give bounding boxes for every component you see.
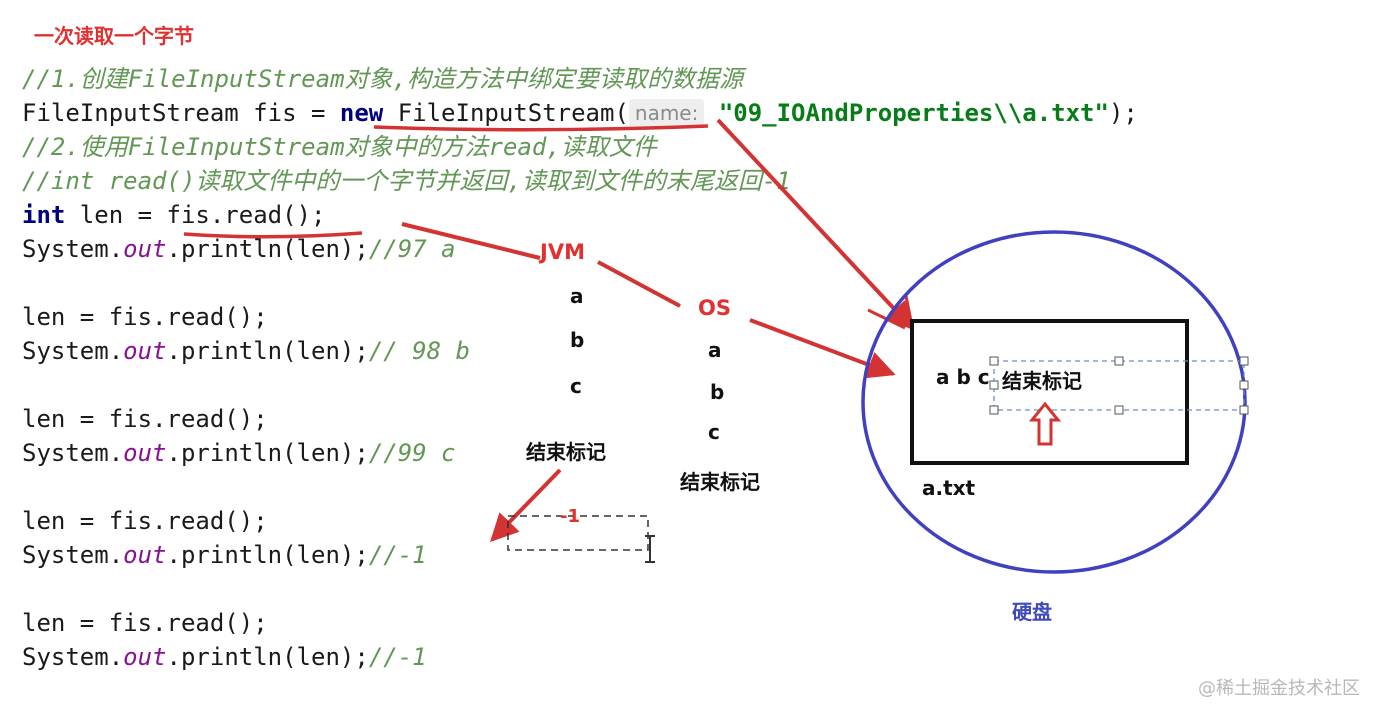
code-text: .println(len);: [166, 235, 369, 263]
code-line-9: System.out.println(len);// 98 b: [22, 334, 470, 368]
jvm-label: JVM: [540, 240, 585, 264]
code-text: System.: [22, 235, 124, 263]
jvm-item-a: a: [570, 284, 584, 308]
field-out: out: [123, 439, 167, 467]
keyword-new: new: [339, 99, 384, 127]
comment: //99 c: [368, 439, 456, 467]
code-line-18: System.out.println(len);//-1: [22, 640, 427, 674]
code-text: System.: [22, 643, 124, 671]
code-line-1: //1.创建FileInputStream对象,构造方法中绑定要读取的数据源: [22, 62, 743, 96]
code-text: len = fis.read();: [65, 201, 326, 229]
code-text: .println(len);: [166, 439, 369, 467]
os-item-c: c: [708, 420, 720, 444]
watermark: @稀土掘金技术社区: [1198, 678, 1360, 699]
field-out: out: [123, 643, 167, 671]
os-item-b: b: [710, 380, 725, 404]
file-rectangle: [910, 319, 1189, 465]
comment: //1.创建FileInputStream对象,构造方法中绑定要读取的数据源: [22, 65, 743, 93]
code-text: System.: [22, 439, 124, 467]
arrow-jvm-to-os: [597, 260, 681, 308]
os-label: OS: [698, 296, 731, 320]
comment: //int read()读取文件中的一个字节并返回,读取到文件的末尾返回-1: [22, 167, 791, 195]
comment: //-1: [368, 541, 427, 569]
underline-fis-read: [183, 231, 363, 239]
jvm-item-b: b: [570, 328, 585, 352]
os-item-a: a: [708, 338, 722, 362]
hard-disk-label: 硬盘: [1012, 600, 1052, 624]
code-line-12: System.out.println(len);//99 c: [22, 436, 456, 470]
file-content: a b c: [936, 365, 990, 389]
code-line-4: //int read()读取文件中的一个字节并返回,读取到文件的末尾返回-1: [22, 164, 791, 198]
code-text: len = fis.read();: [22, 405, 268, 433]
arrow-fis-to-jvm: [401, 222, 541, 260]
comment: // 98 b: [368, 337, 470, 365]
code-line-6: System.out.println(len);//97 a: [22, 232, 456, 266]
code-text: len = fis.read();: [22, 507, 268, 535]
code-line-14: len = fis.read();: [22, 504, 268, 538]
code-line-2: FileInputStream fis = new FileInputStrea…: [22, 96, 1138, 130]
code-text: .println(len);: [166, 541, 369, 569]
code-text: len = fis.read();: [22, 303, 268, 331]
code-text: .println(len);: [166, 643, 369, 671]
arrow-to-file: [716, 118, 914, 331]
comment: //97 a: [368, 235, 456, 263]
code-text: );: [1108, 99, 1138, 127]
string-literal: "09_IOAndProperties\\a.txt": [718, 99, 1109, 127]
hard-disk-circle: [861, 230, 1247, 574]
file-end-marker: 结束标记: [1002, 369, 1082, 393]
code-text: .println(len);: [166, 337, 369, 365]
jvm-end-marker: 结束标记: [526, 440, 606, 464]
up-arrow-icon: [1028, 401, 1062, 446]
field-out: out: [123, 337, 167, 365]
code-text: System.: [22, 541, 124, 569]
param-hint: name:: [628, 99, 705, 127]
code-text: System.: [22, 337, 124, 365]
code-line-15: System.out.println(len);//-1: [22, 538, 427, 572]
code-text: FileInputStream fis =: [22, 99, 340, 127]
code-line-11: len = fis.read();: [22, 402, 268, 436]
code-line-3: //2.使用FileInputStream对象中的方法read,读取文件: [22, 130, 657, 164]
os-end-marker: 结束标记: [680, 470, 760, 494]
field-out: out: [123, 541, 167, 569]
file-name-label: a.txt: [922, 476, 976, 500]
field-out: out: [123, 235, 167, 263]
jvm-item-c: c: [570, 374, 582, 398]
slide-title: 一次读取一个字节: [34, 24, 194, 48]
code-line-17: len = fis.read();: [22, 606, 268, 640]
keyword-int: int: [22, 201, 66, 229]
code-text: len = fis.read();: [22, 609, 268, 637]
code-line-5: int len = fis.read();: [22, 198, 325, 232]
underline-new-fileinputstream: [373, 124, 709, 132]
minus-one-dashed-box: [507, 515, 649, 551]
comment: //2.使用FileInputStream对象中的方法read,读取文件: [22, 133, 657, 161]
selection-handles: [989, 356, 1249, 415]
comment: //-1: [368, 643, 427, 671]
minus-one-label: -1: [560, 506, 580, 527]
code-text: FileInputStream(: [383, 99, 629, 127]
arrow-to-minus-one: [490, 468, 562, 543]
code-line-8: len = fis.read();: [22, 300, 268, 334]
